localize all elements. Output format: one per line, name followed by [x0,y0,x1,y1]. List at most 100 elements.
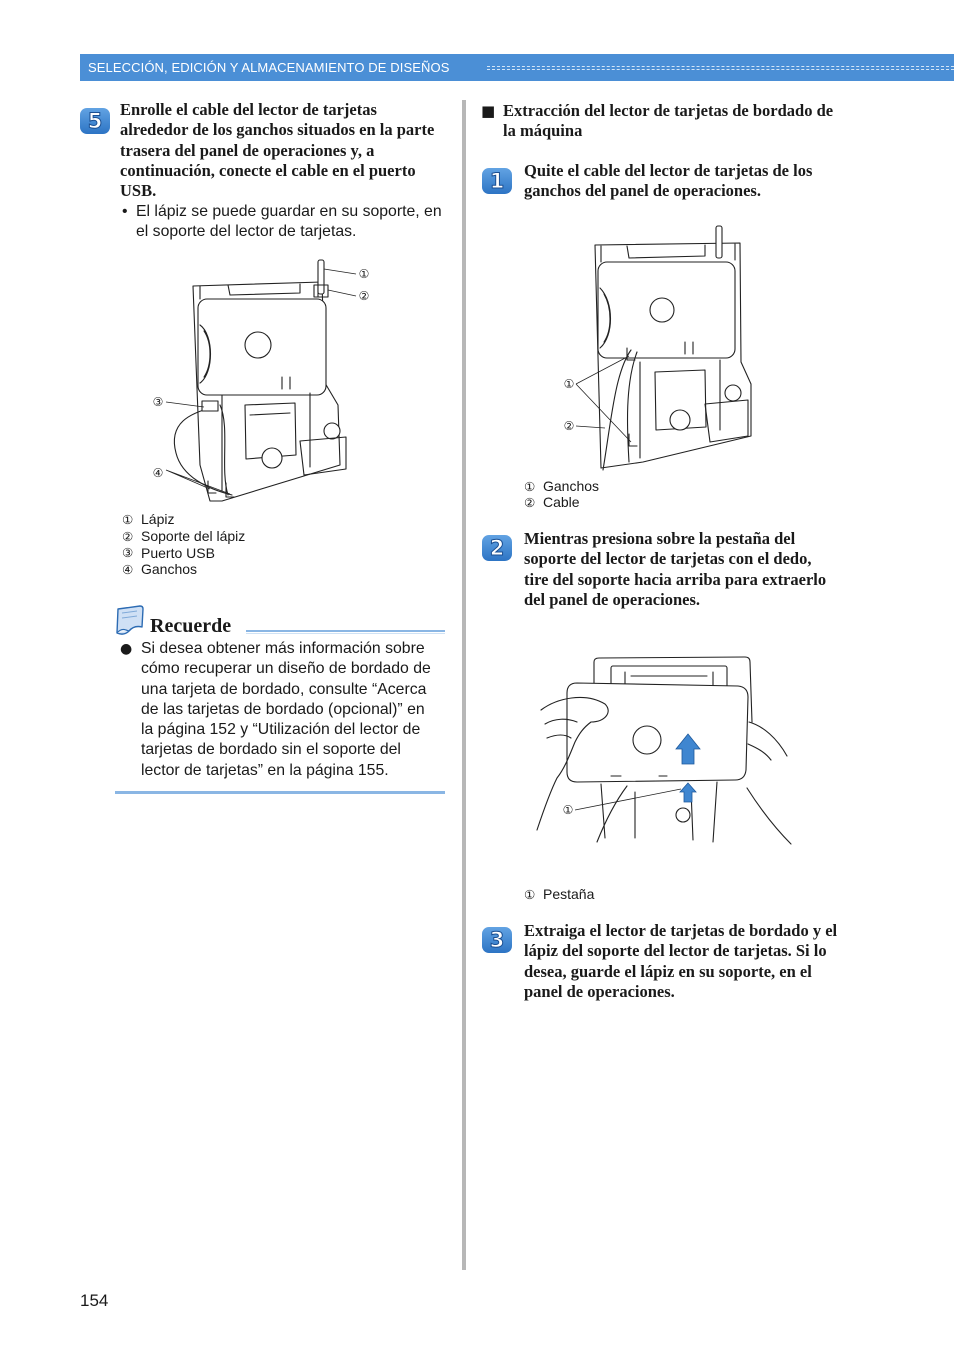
instruction-line: desea, guarde el lápiz en su soporte, en… [524,961,812,981]
step-5-instruction: Enrolle el cable del lector de tarjetas … [120,100,434,201]
memo-line: lector de tarjetas” en la página 155. [141,761,389,779]
side-knob [724,384,742,402]
instruction-line: Enrolle el cable del lector de tarjetas [120,100,377,119]
step-1-badge: 1 [482,168,512,194]
step-5-badge: 5 [80,108,110,134]
note-icon [116,605,144,635]
legend-label: Pestaña [543,886,595,902]
base-stand [600,781,718,843]
legend-label: Ganchos [543,478,600,494]
figure-2-legend: ① Ganchos ② Cable [524,478,599,510]
heading-line: la máquina [503,121,583,141]
memo-bottom-rule [115,791,445,794]
memo-body: Si desea obtener más información sobre c… [141,639,431,781]
callout-leader-1 [575,355,632,443]
instruction-line: del panel de operaciones. [524,589,700,609]
page-number: 154 [80,1291,109,1310]
legend-label: Cable [543,494,580,510]
memo-line: de las tarjetas de bordado (opcional)” e… [141,700,425,718]
figure-card-reader-mounted: ① ② ③ ④ [153,259,370,502]
card-reader-body [197,298,327,396]
instruction-line: lápiz del soporte del lector de tarjetas… [524,941,827,961]
step-5-note: El lápiz se puede guardar en su soporte,… [136,202,442,242]
instruction-line: Quite el cable del lector de tarjetas de… [524,161,813,180]
cable-loop [173,404,233,496]
step-3-instruction: Extraiga el lector de tarjetas de bordad… [524,921,837,1002]
callout-leader-1 [574,788,682,811]
legend-marker: ① [524,886,536,902]
card-reader-side-wheel [599,287,611,349]
side-knob [323,422,341,440]
card-reader-button [244,331,272,359]
up-arrow-small [679,782,697,803]
card-reader-body [597,261,736,359]
card-reader-tab [684,341,694,355]
instruction-line: Mientras presiona sobre la pestaña del [524,529,796,548]
figure-pull-reader-up: ① [536,656,792,845]
figure-remove-cable: ① ② [564,225,752,471]
legend-label: Lápiz [141,511,175,528]
stylus [715,225,723,259]
legend-marker: ④ [122,561,134,577]
memo-title: Recuerde [150,615,232,637]
figure-3-legend: ① Pestaña [524,886,594,902]
callout-3: ③ [153,395,164,409]
instruction-line: tire del soporte hacia arriba para extra… [524,569,827,589]
legend-item: ① Ganchos [524,478,599,494]
left-hand [536,697,609,831]
instruction-line: ganchos del panel de operaciones. [524,181,761,201]
memo-title-rule [246,630,445,634]
stylus [317,259,325,295]
usb-plug [201,400,219,412]
legend-item: ① Pestaña [524,886,594,902]
step-1-instruction: Quite el cable del lector de tarjetas de… [524,161,812,202]
memo-line: una tarjeta de bordado, consulte “Acerca [141,680,427,698]
instruction-line: trasera del panel de operaciones y, a [120,140,375,160]
lower-knob [669,409,691,431]
callout-1: ① [359,267,370,281]
panel-back-frame [594,242,752,469]
step-3-badge: 3 [482,927,512,953]
cable [596,785,628,843]
up-arrow-large [675,733,701,765]
legend-label: Ganchos [141,561,198,578]
instruction-line: continuación, conecte el cable en el pue… [120,160,416,180]
card-reader-body [566,682,749,783]
callout-4: ④ [153,466,164,480]
legend-marker: ② [122,528,134,544]
lower-bracket [221,392,311,492]
legend-marker: ② [524,494,536,510]
memo-bullet: ● [120,641,133,657]
callout-leader-2 [575,425,606,429]
holder-back-frame [593,656,753,723]
memo-line: la página 152 y “Utilización del lector … [141,721,421,739]
card-reader-button [649,297,675,323]
column-divider [462,100,466,1270]
instruction-line: Extraiga el lector de tarjetas de bordad… [524,921,838,940]
cable-hooks [207,480,235,498]
header-dashed-rule [487,66,954,70]
callout-leader-4 [165,469,231,495]
card-reader-side-wheel [199,324,211,384]
callout-leader-3 [165,401,205,408]
cable [602,349,638,471]
callout-2: ② [564,419,575,433]
header-band [80,54,954,81]
legend-marker: ① [524,478,536,494]
callout-1: ① [564,377,575,391]
heading-line: Extracción del lector de tarjetas de bor… [503,101,834,120]
instruction-line: soporte del lector de tarjetas con el de… [524,549,812,569]
instruction-line: panel de operaciones. [524,981,675,1001]
panel-top-rim [600,243,736,263]
lower-bracket [639,359,721,459]
callout-leader-1 [323,268,357,275]
step-2-instruction: Mientras presiona sobre la pestaña del s… [524,529,826,610]
mounting-base [704,399,749,443]
note-bullet: • [122,203,128,220]
legend-label: Soporte del lápiz [141,528,246,545]
memo-line: Si desea obtener más información sobre [141,640,425,657]
section-heading: Extracción del lector de tarjetas de bor… [503,101,833,142]
legend-item: ② Soporte del lápiz [122,528,245,545]
